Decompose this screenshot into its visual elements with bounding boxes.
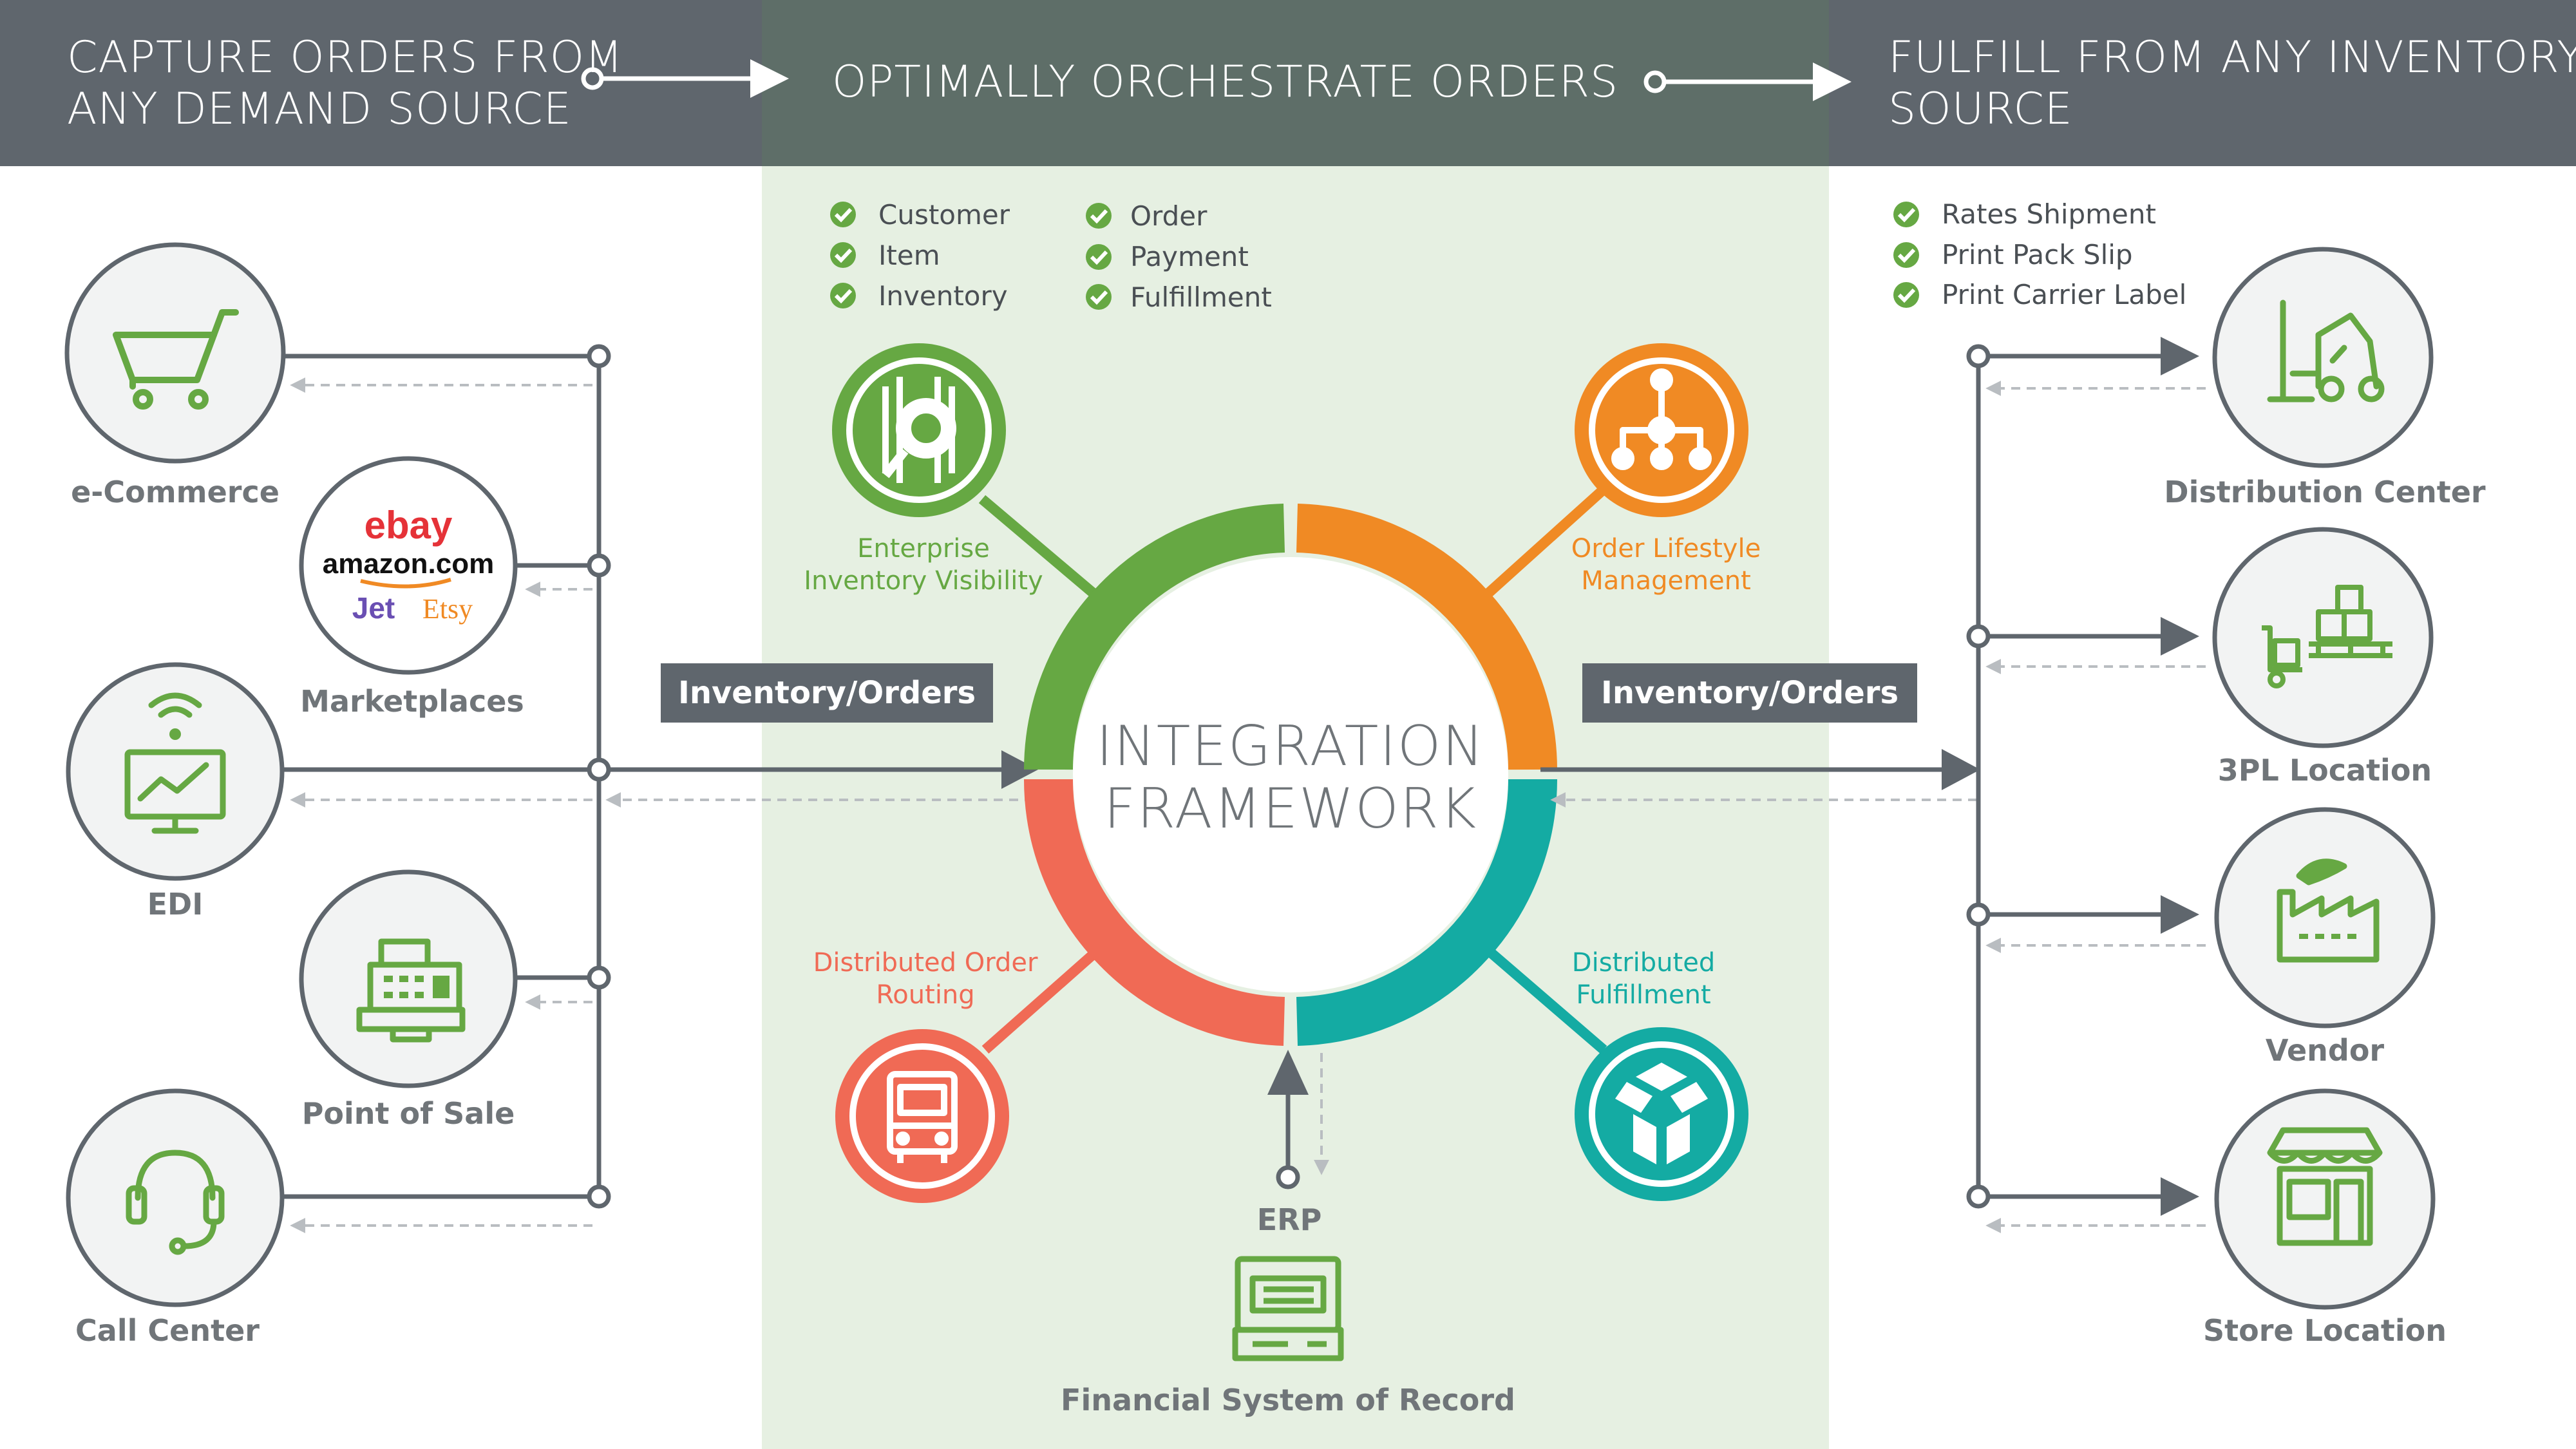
header-right-line2: SOURCE xyxy=(1888,84,2073,135)
demand-connector-nodes xyxy=(587,344,611,1209)
call-center-node: Call Center xyxy=(66,1088,285,1348)
erp-label: ERP xyxy=(1257,1202,1322,1237)
inventory-orders-tag-left: Inventory/Orders xyxy=(661,663,993,723)
check-rates-shipment: Rates Shipment xyxy=(1942,198,2156,230)
etsy-logo: Etsy xyxy=(422,593,473,625)
check-icon xyxy=(1893,202,1919,308)
arrow-to-framework xyxy=(1001,750,1038,789)
inventory-connector-lines xyxy=(1976,354,2167,1199)
marketplaces-node: ebay amazon.com Jet Etsy Marketplaces xyxy=(299,456,524,719)
eiv-label-line2: Inventory Visibility xyxy=(804,566,1043,596)
headset-icon xyxy=(126,1150,225,1255)
check-customer: Customer xyxy=(878,199,1010,231)
inventory-orders-right-label: Inventory/Orders xyxy=(1601,675,1899,711)
inventory-arrowheads xyxy=(2161,337,2199,1216)
header-center: OPTIMALLY ORCHESTRATE ORDERS xyxy=(832,57,1618,108)
olm-label-line1: Order Lifestyle xyxy=(1571,534,1761,564)
call-center-label: Call Center xyxy=(75,1313,260,1348)
threepl-label: 3PL Location xyxy=(2218,753,2432,788)
df-label-line1: Distributed xyxy=(1572,948,1715,978)
df-label-line2: Fulfillment xyxy=(1576,980,1710,1010)
store-location-node: Store Location xyxy=(2203,1088,2447,1348)
check-inventory: Inventory xyxy=(878,280,1008,312)
framework-title-line1: INTEGRATION xyxy=(1096,714,1485,779)
forklift-icon xyxy=(2267,299,2385,402)
integration-ring-center xyxy=(1073,557,1508,992)
network-hub-icon xyxy=(1611,368,1712,470)
header-arrow-right xyxy=(1643,62,1852,101)
open-box-icon xyxy=(1615,1063,1708,1164)
factory-windows-icon xyxy=(2299,934,2356,939)
amazon-logo: amazon.com xyxy=(323,548,495,580)
erp-connector xyxy=(1267,1050,1329,1189)
vendor-label: Vendor xyxy=(2266,1033,2385,1068)
check-order: Order xyxy=(1130,200,1208,232)
check-print-pack-slip: Print Pack Slip xyxy=(1942,239,2133,270)
ebay-logo: ebay xyxy=(365,504,453,547)
inventory-connector-nodes xyxy=(1966,344,1991,1209)
edi-label: EDI xyxy=(147,887,204,922)
amazon-smile-icon xyxy=(360,578,451,589)
header-arrow-left xyxy=(581,59,789,98)
check-icon xyxy=(830,202,1112,310)
header-center-band xyxy=(762,0,1829,166)
olm-label-line2: Management xyxy=(1581,566,1751,596)
factory-icon xyxy=(2277,858,2380,963)
pos-label: Point of Sale xyxy=(302,1096,515,1131)
edi-monitor-icon xyxy=(124,692,226,834)
ecommerce-label: e-Commerce xyxy=(71,475,279,509)
df-node: Distributed Fulfillment xyxy=(1572,948,1748,1201)
edi-node: EDI xyxy=(66,662,285,922)
integration-ring xyxy=(1024,504,1557,1046)
truck-icon xyxy=(887,1071,958,1163)
inventory-orders-tag-right: Inventory/Orders xyxy=(1582,663,1917,723)
barcode-magnifier-icon xyxy=(882,377,956,483)
pos-node: Point of Sale xyxy=(299,869,518,1131)
eiv-label-line1: Enterprise xyxy=(857,534,990,564)
ecommerce-node: e-Commerce xyxy=(64,242,286,509)
eiv-node: Enterprise Inventory Visibility xyxy=(804,343,1043,596)
threepl-node: 3PL Location xyxy=(2212,527,2434,788)
olm-node: Order Lifestyle Management xyxy=(1571,343,1761,596)
dor-label-line2: Routing xyxy=(876,980,974,1010)
inventory-return-dashes xyxy=(1985,381,2206,1233)
marketplaces-label: Marketplaces xyxy=(300,684,524,719)
store-location-label: Store Location xyxy=(2203,1313,2447,1348)
distribution-center-label: Distribution Center xyxy=(2164,475,2485,509)
check-item: Item xyxy=(878,240,940,271)
framework-right-arrow xyxy=(1540,749,1980,808)
fsr-label: Financial System of Record xyxy=(1061,1383,1515,1417)
framework-title-line2: FRAMEWORK xyxy=(1104,777,1477,841)
dor-label-line1: Distributed Order xyxy=(813,948,1038,978)
header-right-line1: FULFILL FROM ANY INVENTORY xyxy=(1888,32,2576,83)
cash-register-icon xyxy=(356,938,466,1043)
check-payment: Payment xyxy=(1130,241,1249,272)
shopping-cart-icon xyxy=(113,309,239,410)
distribution-center-node: Distribution Center xyxy=(2164,247,2486,509)
dor-node: Distributed Order Routing xyxy=(813,948,1038,1203)
check-fulfillment: Fulfillment xyxy=(1130,281,1272,313)
check-print-carrier-label: Print Carrier Label xyxy=(1942,279,2186,310)
jet-logo: Jet xyxy=(352,591,395,625)
inventory-orders-left-label: Inventory/Orders xyxy=(678,675,976,711)
demand-return-dashes xyxy=(290,377,1034,1233)
framework-spokes xyxy=(978,486,1607,1054)
storefront-icon xyxy=(2267,1127,2383,1246)
vendor-node: Vendor xyxy=(2214,807,2436,1068)
erp-terminal-icon xyxy=(1232,1256,1344,1361)
orchestration-checklist: Customer Item Inventory Order Payment Fu… xyxy=(830,199,1272,313)
header-left-line1: CAPTURE ORDERS FROM xyxy=(67,32,623,83)
fulfillment-checklist: Rates Shipment Print Pack Slip Print Car… xyxy=(1893,198,2186,310)
pallet-boxes-icon xyxy=(2262,585,2392,688)
register-keys-icon xyxy=(384,976,450,998)
header-left-line2: ANY DEMAND SOURCE xyxy=(67,84,572,135)
